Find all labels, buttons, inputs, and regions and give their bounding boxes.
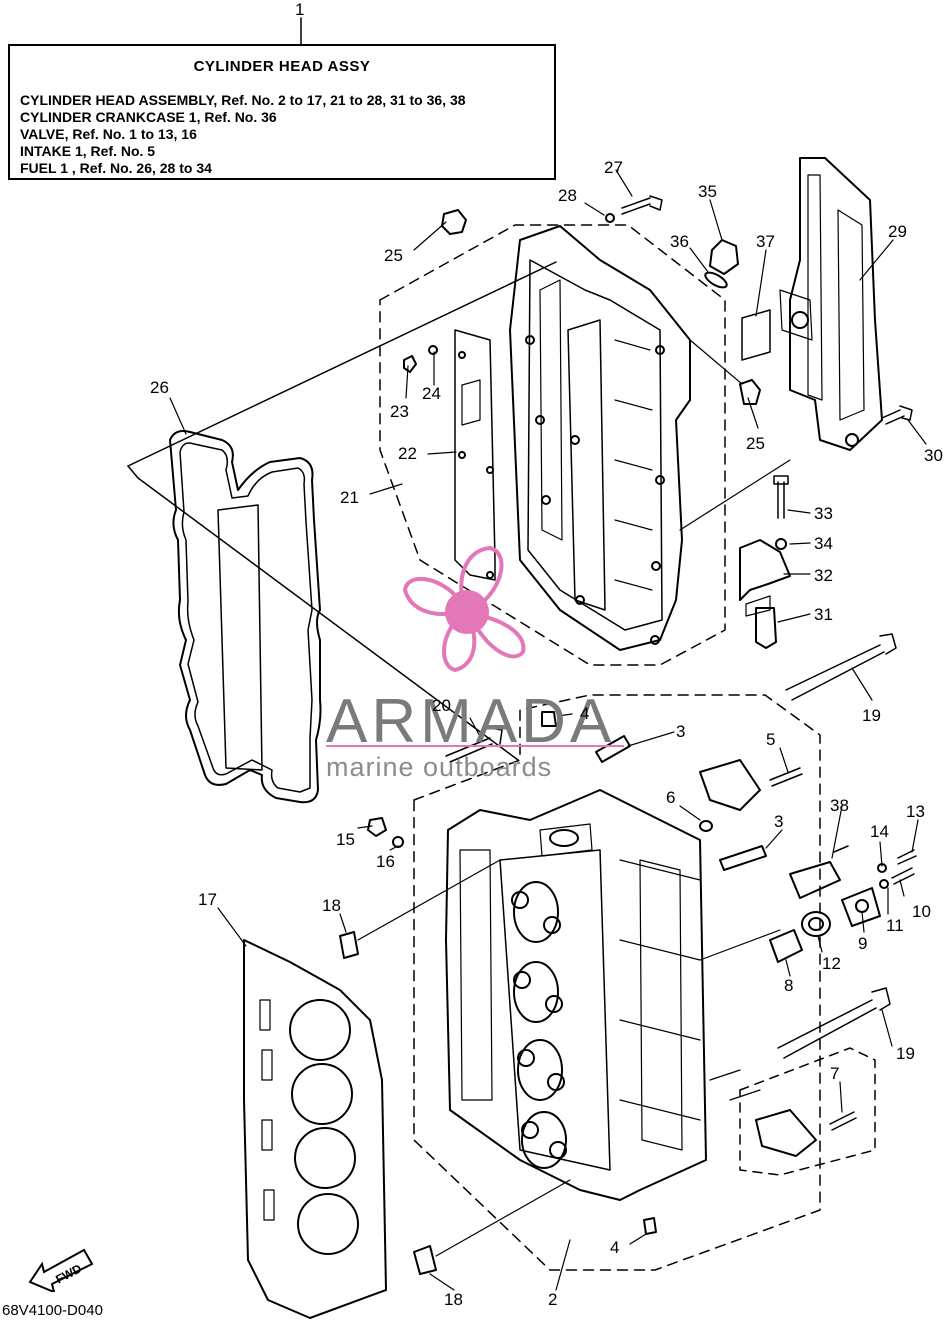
callout-number: 5 — [766, 730, 776, 749]
plug-38 — [789, 861, 841, 899]
callout-number: 26 — [150, 378, 169, 397]
callout-number: 4 — [610, 1238, 620, 1257]
callout-number: 16 — [376, 852, 395, 871]
callout-number: 27 — [604, 158, 623, 177]
callout-number: 37 — [756, 232, 775, 251]
bolt-33 — [773, 475, 789, 519]
callout-number: 25 — [746, 434, 765, 453]
diagram-code: 68V4100-D040 — [2, 1302, 103, 1319]
watermark-brand: ARMADA — [326, 687, 616, 756]
info-line: INTAKE 1, Ref. No. 5 — [20, 143, 156, 159]
cylinder-head-group-outline — [413, 694, 821, 1271]
callout-number: 24 — [422, 384, 441, 403]
stud-bolt-upper — [785, 633, 897, 701]
callout-number: 20 — [432, 696, 451, 715]
watermark-underline — [326, 745, 624, 747]
callout-number: 3 — [676, 722, 686, 741]
holder-upper — [699, 759, 761, 811]
callout-number: 6 — [666, 788, 676, 807]
sleeve-8 — [769, 929, 803, 963]
callout-number: 18 — [444, 1290, 463, 1309]
stud-bolt-lower — [777, 987, 891, 1059]
callout-number: 19 — [896, 1044, 915, 1063]
sensor-outline — [739, 539, 791, 601]
callout-number: 3 — [774, 812, 784, 831]
callout-number: 36 — [670, 232, 689, 251]
watermark-tagline: marine outboards — [326, 752, 553, 782]
housing-9 — [841, 887, 881, 927]
callout-number: 19 — [862, 706, 881, 725]
callout-number: 15 — [336, 830, 355, 849]
fitting-outline — [755, 607, 777, 649]
callout-number: 32 — [814, 566, 833, 585]
callout-number: 11 — [886, 916, 904, 935]
callout-number: 34 — [814, 534, 833, 553]
callout-number: 28 — [558, 186, 577, 205]
cover-plate-outline — [454, 329, 496, 581]
callout-number: 2 — [548, 1290, 558, 1309]
callout-number: 35 — [698, 182, 717, 201]
callout-number: 21 — [340, 488, 359, 507]
callout-number: 23 — [390, 402, 409, 421]
info-line: FUEL 1 , Ref. No. 26, 28 to 34 — [20, 160, 212, 176]
assembly-info-box: CYLINDER HEAD ASSY CYLINDER HEAD ASSEMBL… — [8, 44, 556, 180]
cylinder-head-outline — [445, 789, 707, 1201]
bolt-27 — [621, 195, 663, 215]
callout-number: 29 — [888, 222, 907, 241]
callout-number: 25 — [384, 246, 403, 265]
head-cover-gasket-outline — [169, 430, 322, 804]
holder-group-outline — [739, 1047, 876, 1176]
info-line: VALVE, Ref. No. 1 to 13, 16 — [20, 126, 197, 142]
callout-number: 38 — [830, 796, 849, 815]
head-cover-group-outline — [379, 224, 726, 666]
bolt-20 — [445, 727, 503, 763]
callout-number: 18 — [322, 896, 341, 915]
sticker-outline — [741, 309, 771, 361]
callout-number: 10 — [912, 902, 931, 921]
fwd-arrow-icon: FWD — [28, 1248, 94, 1292]
head-gasket-outline — [243, 939, 387, 1319]
callout-number: 33 — [814, 504, 833, 523]
grommet-lower — [739, 379, 761, 405]
callout-number: 8 — [784, 976, 794, 995]
info-line: CYLINDER HEAD ASSEMBLY, Ref. No. 2 to 17… — [20, 92, 466, 108]
head-cover-outline — [509, 225, 691, 651]
callout-number: 7 — [830, 1064, 840, 1083]
screw-23 — [403, 355, 417, 373]
info-line: CYLINDER CRANKCASE 1, Ref. No. 36 — [20, 109, 277, 125]
bracket-outline — [789, 157, 883, 451]
callout-number: 12 — [822, 954, 841, 973]
holder-lower — [755, 1109, 817, 1157]
callout-1: 1 — [295, 0, 305, 19]
callout-number: 22 — [398, 444, 417, 463]
callout-number: 9 — [858, 934, 868, 953]
callout-number: 30 — [924, 446, 943, 465]
bolt-15 — [367, 817, 387, 837]
armada-logo-mark — [402, 545, 526, 673]
bolt-30 — [881, 405, 913, 425]
dowel-lower — [413, 1245, 437, 1275]
callout-number: 17 — [198, 890, 217, 909]
callout-number: 4 — [580, 704, 590, 723]
callout-number: 14 — [870, 822, 889, 841]
callout-number: 31 — [814, 605, 833, 624]
cap-outline — [709, 239, 739, 275]
info-box-title: CYLINDER HEAD ASSY — [193, 58, 371, 75]
callout-number: 13 — [906, 802, 925, 821]
dowel-upper — [339, 931, 359, 959]
